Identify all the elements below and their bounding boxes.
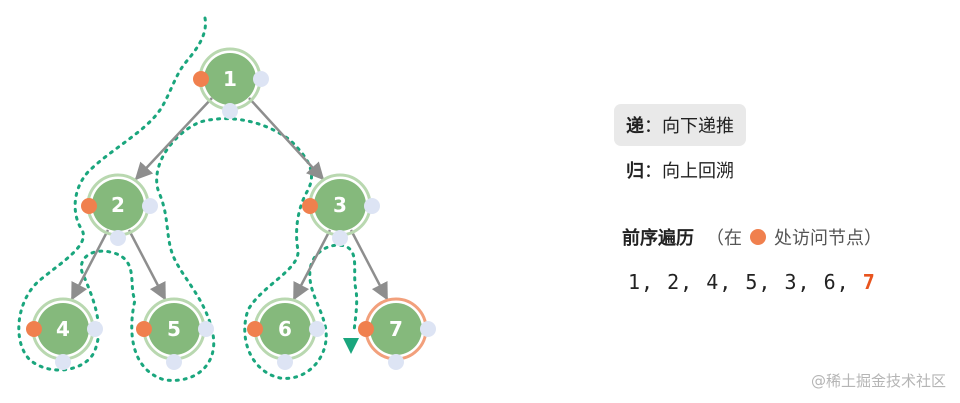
tree-node-6: 6 bbox=[247, 297, 325, 370]
watermark: @稀土掘金技术社区 bbox=[810, 372, 946, 390]
preorder-dot bbox=[26, 321, 42, 337]
svg-text:4: 4 bbox=[56, 317, 70, 341]
svg-text:7: 7 bbox=[389, 317, 403, 341]
traversal-title: 前序遍历 bbox=[622, 228, 694, 249]
preorder-dot bbox=[136, 321, 152, 337]
inorder-dot bbox=[55, 354, 71, 370]
inorder-dot bbox=[332, 230, 348, 246]
postorder-dot bbox=[142, 198, 158, 214]
traversal-note: （在 处访问节点） bbox=[706, 224, 882, 250]
preorder-dot bbox=[193, 71, 209, 87]
legend-return-desc: ：向上回溯 bbox=[644, 161, 734, 182]
inorder-dot bbox=[388, 354, 404, 370]
visited-sequence: 1, 2, 4, 5, 3, 6, bbox=[628, 270, 850, 294]
legend-recurse: 递：向下递推 bbox=[614, 104, 746, 146]
tree-node-5: 5 bbox=[136, 297, 214, 370]
traversal-note-open: （在 bbox=[706, 228, 742, 249]
preorder-dot bbox=[358, 321, 374, 337]
inorder-dot bbox=[277, 354, 293, 370]
legend-recurse-desc: ：向下递推 bbox=[644, 116, 734, 137]
edge-3-6 bbox=[292, 229, 332, 301]
tree-edges bbox=[70, 97, 389, 301]
legend-return-key: 归 bbox=[626, 161, 644, 182]
traversal-sequence: 1, 2, 4, 5, 3, 6, 7 bbox=[614, 270, 944, 294]
postorder-dot bbox=[253, 71, 269, 87]
postorder-dot bbox=[198, 321, 214, 337]
svg-text:6: 6 bbox=[278, 317, 292, 341]
preorder-dot bbox=[247, 321, 263, 337]
tree-node-7-active: 7 bbox=[358, 297, 436, 370]
preorder-dot bbox=[302, 198, 318, 214]
svg-text:2: 2 bbox=[111, 193, 125, 217]
postorder-dot bbox=[364, 198, 380, 214]
postorder-dot bbox=[309, 321, 325, 337]
edge-2-5 bbox=[127, 229, 167, 301]
preorder-dot bbox=[81, 198, 97, 214]
edge-2-4 bbox=[70, 229, 110, 301]
inorder-dot bbox=[222, 103, 238, 119]
binary-tree-diagram: 1 2 3 4 5 bbox=[17, 16, 436, 382]
svg-text:1: 1 bbox=[223, 67, 237, 91]
legend-return: 归：向上回溯 bbox=[614, 150, 944, 190]
legend-recurse-key: 递 bbox=[626, 116, 644, 137]
svg-text:3: 3 bbox=[333, 193, 347, 217]
orange-dot-icon bbox=[750, 229, 766, 245]
tree-node-4: 4 bbox=[26, 297, 103, 370]
traversal-note-close: 处访问节点） bbox=[774, 228, 882, 249]
legend-panel: 递：向下递推 归：向上回溯 前序遍历 （在 处访问节点） 1, 2, 4, 5,… bbox=[614, 104, 944, 294]
inorder-dot bbox=[110, 230, 126, 246]
traversal-title-row: 前序遍历 （在 处访问节点） bbox=[614, 224, 944, 250]
path-end-arrow bbox=[343, 338, 359, 354]
edge-3-7 bbox=[349, 229, 389, 301]
tree-node-1: 1 bbox=[193, 47, 269, 119]
current-node-value: 7 bbox=[862, 270, 876, 294]
tree-node-3: 3 bbox=[302, 173, 380, 246]
inorder-dot bbox=[166, 354, 182, 370]
postorder-dot bbox=[87, 321, 103, 337]
postorder-dot bbox=[420, 321, 436, 337]
tree-node-2: 2 bbox=[81, 173, 158, 246]
edge-1-3 bbox=[248, 97, 325, 181]
traversal-path bbox=[17, 16, 359, 382]
edge-1-2 bbox=[134, 97, 213, 181]
svg-text:5: 5 bbox=[167, 317, 181, 341]
